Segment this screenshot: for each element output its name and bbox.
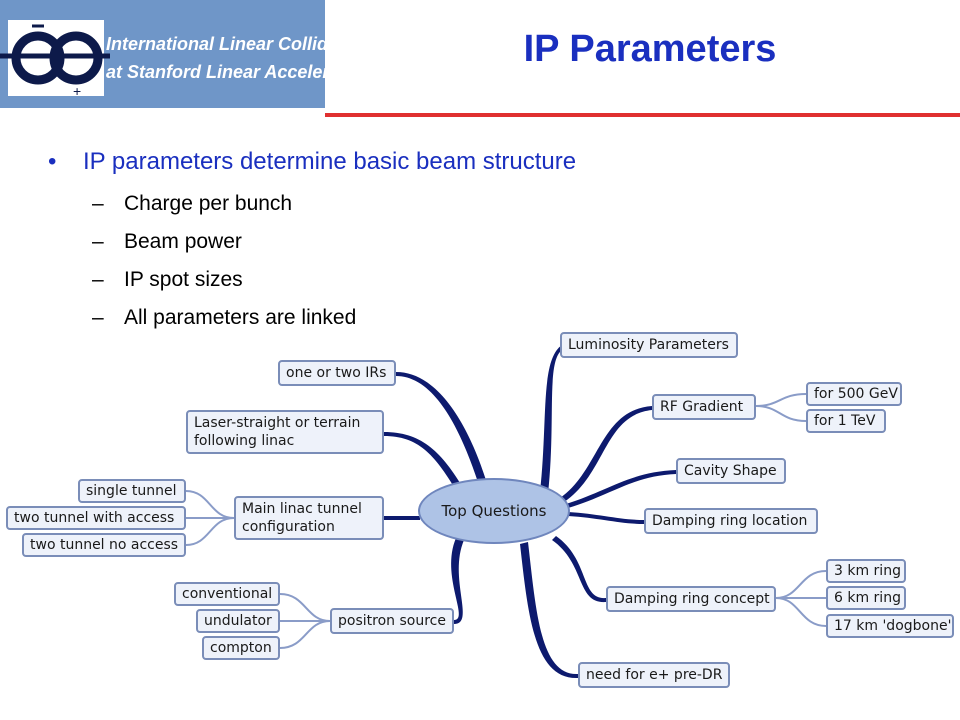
node-single-tunnel: single tunnel xyxy=(78,479,186,503)
node-damping-ring-location: Damping ring location xyxy=(644,508,818,534)
node-rf-gradient: RF Gradient xyxy=(652,394,756,420)
node-cavity-shape: Cavity Shape xyxy=(676,458,786,484)
node-two-tunnel-no-access: two tunnel no access xyxy=(22,533,186,557)
mindmap-center-node: Top Questions xyxy=(418,478,570,544)
sub-bullet-text: All parameters are linked xyxy=(124,306,357,329)
node-positron-source: positron source xyxy=(330,608,454,634)
title-divider xyxy=(325,113,960,117)
sub-bullet: –Beam power xyxy=(92,230,242,253)
bullet-main: • IP parameters determine basic beam stru… xyxy=(48,148,576,176)
node-two-tunnel-with-access: two tunnel with access xyxy=(6,506,186,530)
logo-line-2: at Stanford Linear Accelerator Center xyxy=(106,62,325,82)
node-compton: compton xyxy=(202,636,280,660)
sub-bullet: –All parameters are linked xyxy=(92,306,357,329)
logo-line-1: International Linear Collider xyxy=(106,34,325,54)
node-for-500-gev: for 500 GeV xyxy=(806,382,902,406)
node-3-km-ring: 3 km ring xyxy=(826,559,906,583)
sub-bullet-text: IP spot sizes xyxy=(124,268,243,291)
node-for-1-tev: for 1 TeV xyxy=(806,409,886,433)
node-need-for-pre-dr: need for e+ pre-DR xyxy=(578,662,730,688)
ilc-logo: + International Linear Collider at Stanf… xyxy=(0,0,325,108)
center-label: Top Questions xyxy=(441,502,547,520)
ee-logo-icon: + xyxy=(0,20,110,99)
bullet-main-text: IP parameters determine basic beam struc… xyxy=(83,148,577,175)
node-damping-ring-concept: Damping ring concept xyxy=(606,586,776,612)
node-undulator: undulator xyxy=(196,609,280,633)
node-6-km-ring: 6 km ring xyxy=(826,586,906,610)
node-laser-straight: Laser-straight or terrain following lina… xyxy=(186,410,384,454)
sub-bullet-text: Beam power xyxy=(124,230,242,253)
sub-bullet: –Charge per bunch xyxy=(92,192,293,215)
sub-bullet: –IP spot sizes xyxy=(92,268,243,291)
sub-bullet-text: Charge per bunch xyxy=(124,192,293,215)
bullet-dot-icon: • xyxy=(48,148,57,175)
node-one-or-two-irs: one or two IRs xyxy=(278,360,396,386)
node-luminosity-parameters: Luminosity Parameters xyxy=(560,332,738,358)
node-17-km-dogbone: 17 km 'dogbone' xyxy=(826,614,954,638)
node-conventional: conventional xyxy=(174,582,280,606)
clipped-sub-bullet: –All parameters are linked xyxy=(0,300,560,330)
svg-text:+: + xyxy=(73,83,81,99)
page-title: IP Parameters xyxy=(523,28,777,70)
node-main-linac-tunnel: Main linac tunnel configuration xyxy=(234,496,384,540)
